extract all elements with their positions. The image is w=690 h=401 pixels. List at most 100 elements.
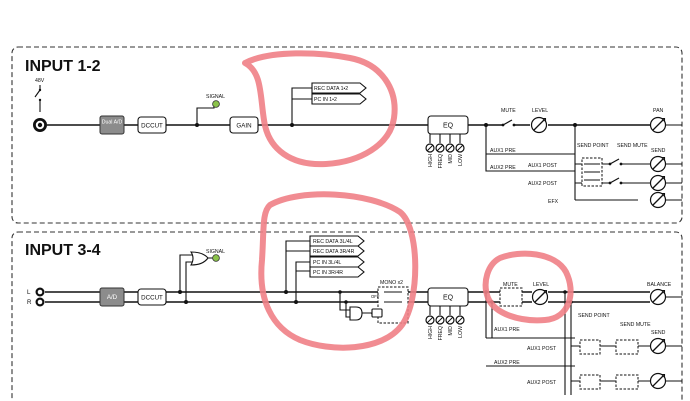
send-knob-2-icon	[649, 174, 667, 192]
level-knob-icon	[531, 288, 549, 306]
send-point-label: SEND POINT	[577, 143, 610, 149]
signal-label: SIGNAL	[206, 94, 225, 100]
aux-pre-bus	[485, 125, 638, 201]
sum-gate-icon	[349, 306, 363, 321]
mute-switch-block	[499, 287, 523, 307]
send-mute-2-icon	[607, 177, 624, 185]
eq-freq-knob-icon	[435, 315, 445, 325]
jack-l-icon	[35, 287, 45, 297]
gain-block	[229, 116, 259, 134]
dccut-label: DCCUT	[141, 294, 163, 301]
panel-title: INPUT 1-2	[25, 58, 101, 75]
send-knob-efx-icon	[649, 191, 667, 209]
mono-x2-label: MONO x2	[380, 280, 403, 286]
annotation-circle-rec-mono	[258, 191, 419, 351]
level-knob-icon	[530, 116, 548, 134]
panel-title: INPUT 3-4	[25, 242, 101, 259]
dccut-label: DCCUT	[141, 122, 163, 129]
annotation-circle-rec-pc	[242, 50, 398, 168]
mute-switch-icon	[501, 119, 517, 128]
send-knob-1-icon	[649, 155, 667, 173]
eq-mid-knob-icon	[445, 143, 455, 153]
gain-label: GAIN	[236, 122, 251, 129]
signal-led-icon	[212, 100, 220, 108]
aux-bus-lines	[485, 292, 575, 395]
level-label: LEVEL	[533, 282, 549, 288]
signal-tap	[196, 105, 215, 125]
aux1-post-label: AUX1 POST	[527, 346, 557, 352]
signal-label: SIGNAL	[206, 249, 225, 255]
pc-in-arrow	[311, 93, 367, 105]
pan-knob-icon	[649, 116, 667, 134]
red-annotations	[242, 50, 574, 351]
send-mute-label: SEND MUTE	[617, 143, 648, 149]
eq-band-freq: FREQ	[438, 326, 444, 340]
phantom-switch	[34, 85, 41, 112]
eq-low-knob-icon	[455, 315, 465, 325]
aux2-pre-label: AUX2 PRE	[490, 165, 516, 171]
balance-label: BALANCE	[647, 282, 672, 288]
eq-freq-knob-icon	[435, 143, 445, 153]
jack-r-icon	[35, 297, 45, 307]
aux2-pre-label: AUX2 PRE	[494, 360, 520, 366]
input-3-4-panel: INPUT 3-4 L R A/D DCCUT SIGNAL REC DATA …	[11, 231, 683, 401]
eq-high-knob-icon	[425, 143, 435, 153]
panel-frame	[11, 231, 683, 401]
eq-band-high: HIGH	[428, 154, 434, 167]
level-label: LEVEL	[532, 108, 548, 114]
balance-knob-icon	[649, 288, 667, 306]
rec-data-arrow	[311, 82, 367, 94]
aux1-post-label: AUX1 POST	[528, 163, 558, 169]
aux2-post-label: AUX2 POST	[528, 181, 558, 187]
send-label: SEND	[651, 330, 666, 336]
rec-branch	[291, 87, 312, 125]
send-point-label: SEND POINT	[578, 313, 611, 319]
rec-data-r-label: REC DATA 3R/4R	[313, 249, 355, 255]
send-mute-label: SEND MUTE	[620, 322, 651, 328]
eq-band-low: LOW	[458, 154, 464, 166]
eq-band-mid: MID	[448, 326, 454, 336]
eq-band-low: LOW	[458, 326, 464, 338]
eq-band-mid: MID	[448, 154, 454, 164]
pc-in-l-label: PC IN 3L/4L	[313, 260, 341, 266]
xlr-jack-icon	[33, 118, 47, 132]
dual-ad-block	[99, 115, 125, 135]
eq-band-high: HIGH	[428, 326, 434, 339]
eq-block	[427, 287, 469, 307]
send-lines	[602, 163, 650, 184]
eq-mid-knob-icon	[445, 315, 455, 325]
phantom-label: 48V	[35, 78, 45, 84]
eq-label: EQ	[443, 123, 454, 130]
mono-off-label: OFF	[371, 294, 380, 299]
aux1-pre-label: AUX1 PRE	[494, 327, 520, 333]
dccut-block	[137, 116, 167, 134]
panel-frame	[11, 46, 683, 224]
pc-in-label: PC IN 1•2	[314, 97, 337, 103]
pc-in-r-label: PC IN 3R/4R	[313, 270, 343, 276]
input-l-label: L	[27, 289, 31, 296]
dccut-block	[137, 288, 167, 306]
ad-block	[99, 287, 125, 307]
input-r-label: R	[27, 299, 32, 306]
aux2-post-label: AUX2 POST	[527, 380, 557, 386]
or-gate-icon	[189, 251, 209, 266]
signal-led-icon	[212, 254, 220, 262]
annotation-circle-mute-level	[482, 250, 574, 324]
rec-data-label: REC DATA 1•2	[314, 86, 348, 92]
eq-band-freq: FREQ	[438, 154, 444, 168]
ad-label: A/D	[107, 294, 118, 301]
eq-low-knob-icon	[455, 143, 465, 153]
dual-ad-label: Dual A/D	[102, 120, 123, 126]
eq-block	[427, 115, 469, 135]
stereo-signal-lines	[45, 291, 650, 303]
send-mute-1-icon	[607, 158, 624, 166]
mute-label: MUTE	[503, 282, 518, 288]
send-knob-1-icon	[649, 337, 667, 355]
mute-label: MUTE	[501, 108, 516, 114]
eq-label: EQ	[443, 295, 454, 302]
send-knob-2-icon	[649, 372, 667, 390]
efx-label: EFX	[548, 199, 559, 205]
input-1-2-panel: INPUT 1-2 48V Dual A/D DCCUT SIGNAL GAIN…	[11, 46, 683, 224]
pan-label: PAN	[653, 108, 664, 114]
